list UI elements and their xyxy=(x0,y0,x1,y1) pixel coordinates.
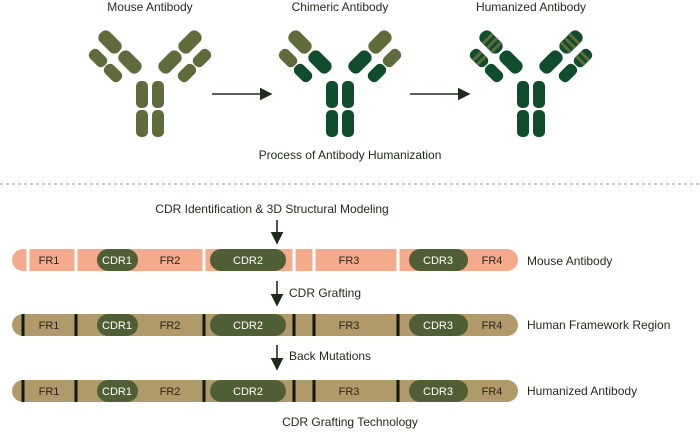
segment-cdr1: CDR1 xyxy=(102,320,132,332)
humanized-antibody-label: Humanized Antibody xyxy=(476,0,586,14)
segment-cdr1: CDR1 xyxy=(102,255,132,267)
segment-cdr3: CDR3 xyxy=(423,255,453,267)
segment-fr3: FR3 xyxy=(339,386,360,398)
mouse-antibody-label: Mouse Antibody xyxy=(107,0,192,14)
segment-cdr3: CDR3 xyxy=(423,320,453,332)
step-back-mutations: Back Mutations xyxy=(289,349,371,363)
sequence-bar-humanized xyxy=(12,380,518,402)
segment-cdr1: CDR1 xyxy=(102,386,132,398)
step-cdr-grafting: CDR Grafting xyxy=(289,286,361,300)
segment-cdr2: CDR2 xyxy=(233,320,263,332)
segment-fr3: FR3 xyxy=(339,255,360,267)
segment-fr2: FR2 xyxy=(160,320,181,332)
segment-fr4: FR4 xyxy=(482,320,503,332)
process-caption: Process of Antibody Humanization xyxy=(259,148,442,162)
segment-fr4: FR4 xyxy=(482,255,503,267)
row-label-human-framework: Human Framework Region xyxy=(527,318,670,332)
sequence-bar-mouse xyxy=(12,249,518,271)
row-label-mouse: Mouse Antibody xyxy=(527,254,612,268)
segment-fr1: FR1 xyxy=(39,320,60,332)
chimeric-antibody-label: Chimeric Antibody xyxy=(292,0,389,14)
grafting-caption: CDR Grafting Technology xyxy=(282,415,418,429)
segment-cdr2: CDR2 xyxy=(233,386,263,398)
segment-fr2: FR2 xyxy=(160,255,181,267)
row-label-humanized: Humanized Antibody xyxy=(527,384,637,398)
sequence-bar-human-framework xyxy=(12,314,518,336)
step-cdr-identification: CDR Identification & 3D Structural Model… xyxy=(155,202,388,216)
segment-fr1: FR1 xyxy=(39,255,60,267)
segment-fr2: FR2 xyxy=(160,386,181,398)
mouse-antibody-icon xyxy=(88,30,212,137)
segment-fr3: FR3 xyxy=(339,320,360,332)
segment-cdr3: CDR3 xyxy=(423,386,453,398)
chimeric-antibody-icon xyxy=(278,30,402,137)
segment-fr1: FR1 xyxy=(39,386,60,398)
segment-cdr2: CDR2 xyxy=(233,255,263,267)
segment-fr4: FR4 xyxy=(482,386,503,398)
humanized-antibody-icon xyxy=(469,30,593,137)
